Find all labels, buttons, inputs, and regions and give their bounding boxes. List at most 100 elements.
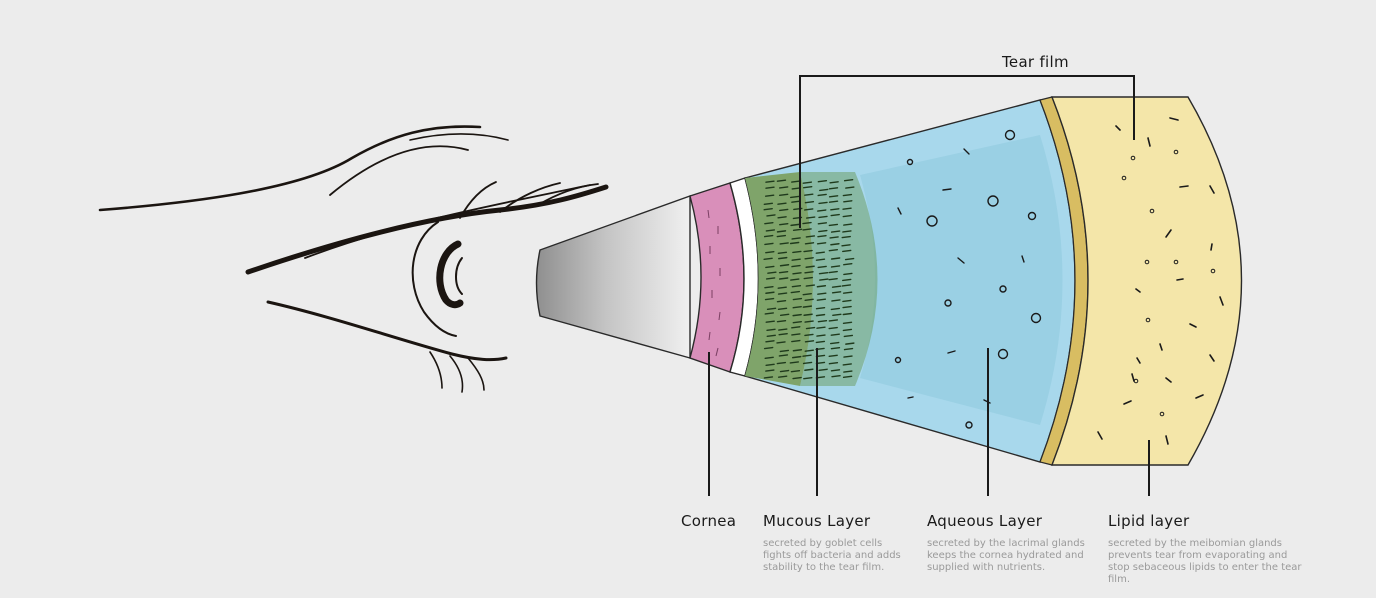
mucous-strand [843, 364, 851, 365]
aqueous-description: secreted by the lacrimal glands keeps th… [927, 538, 1085, 574]
mucous-strand [829, 355, 837, 356]
mucous-strand [791, 196, 799, 197]
mucous-strand [766, 299, 774, 300]
mucous-strand [818, 223, 826, 224]
mucous-strand [820, 189, 828, 190]
mucous-strand [816, 252, 824, 253]
mucous-strand [832, 376, 840, 377]
mucous-strand [765, 243, 773, 244]
mucous-strand [777, 180, 785, 181]
mucous-strand [831, 334, 839, 335]
mucous-strand [829, 328, 837, 329]
mucous-strand [767, 335, 775, 336]
eyebrow [100, 127, 480, 210]
mucous-strand [830, 182, 838, 183]
mucous-strand [831, 244, 839, 245]
mucous-strand [817, 327, 825, 328]
mucous-strand [793, 299, 801, 300]
mucous-strand [805, 350, 813, 351]
mucous-strand [804, 251, 812, 252]
mucous-strand [803, 306, 811, 307]
lipid-mark [1180, 186, 1188, 187]
mucous-strand [778, 217, 786, 218]
mucous-strand [766, 187, 774, 188]
mucous-strand [831, 215, 839, 216]
mucous-strand [778, 252, 786, 253]
mucous-strand [817, 308, 825, 309]
mucous-strand [805, 272, 813, 273]
mucous-strand [804, 187, 812, 188]
mucous-strand [768, 308, 776, 309]
mucous-strand [778, 301, 786, 302]
mucous-strand [803, 223, 811, 224]
mucous-strand [817, 335, 825, 336]
mucous-strand [833, 286, 841, 287]
lipid-desc-line: secreted by the meibomian glands [1108, 538, 1302, 550]
mucous-strand [766, 181, 774, 182]
mucous-strand [768, 272, 776, 273]
mucous-strand [807, 328, 815, 329]
mucous-strand [819, 369, 827, 370]
mucous-strand [803, 294, 811, 295]
mucous-strand [793, 350, 801, 351]
mucous-desc-line: stability to the tear film. [763, 562, 901, 574]
mucous-strand [844, 376, 852, 377]
mucous-strand [817, 315, 825, 316]
mucous-strand [819, 231, 827, 232]
mucous-strand [844, 371, 852, 372]
mucous-strand [777, 321, 785, 322]
mucous-strand [792, 259, 800, 260]
mucous-strand [806, 285, 814, 286]
mucous-strand [793, 251, 801, 252]
mucous-strand [766, 321, 774, 322]
mucous-strand [832, 300, 840, 301]
mucous-strand [792, 341, 800, 342]
mucous-strand [843, 231, 851, 232]
mucous-strand [846, 259, 854, 260]
mucous-strand [766, 364, 774, 365]
mucous-strand [843, 300, 851, 301]
mucous-strand [777, 342, 785, 343]
mucous-strand [843, 314, 851, 315]
mucous-strand [844, 335, 852, 336]
mucous-strand [844, 224, 852, 225]
mucous-strand [793, 307, 801, 308]
mucous-strand [766, 195, 774, 196]
mucous-strand [792, 266, 800, 267]
mucous-strand [764, 209, 772, 210]
mucous-strand [781, 371, 789, 372]
mucous-strand [843, 329, 851, 330]
mucous-strand [804, 314, 812, 315]
mucous-strand [803, 229, 811, 230]
mucous-strand [765, 357, 773, 358]
mucous-strand [820, 273, 828, 274]
aqueous-inner-tone [860, 135, 1063, 425]
mucous-strand [777, 236, 785, 237]
mucous-strand [780, 350, 788, 351]
mucous-desc-line: fights off bacteria and adds [763, 550, 901, 562]
mucous-strand [791, 224, 799, 225]
mucous-strand [779, 329, 787, 330]
mucous-strand [846, 187, 854, 188]
lipid-desc-line: stop sebaceous lipids to enter the tear [1108, 562, 1302, 574]
mucous-strand [780, 278, 788, 279]
mucous-strand [791, 371, 799, 372]
mucous-strand [765, 223, 773, 224]
mucous-strand [817, 299, 825, 300]
mucous-strand [805, 341, 813, 342]
mucous-strand [818, 194, 826, 195]
mucous-strand [844, 264, 852, 265]
mucous-strand [818, 181, 826, 182]
cornea-label: Cornea [681, 512, 736, 530]
mucous-strand [829, 363, 837, 364]
mucous-description: secreted by goblet cells fights off bact… [763, 538, 901, 574]
mucous-strand [764, 377, 772, 378]
mucous-strand [832, 266, 840, 267]
mucous-strand [817, 286, 825, 287]
mucous-strand [780, 209, 788, 210]
aqueous-desc-line: supplied with nutrients. [927, 562, 1085, 574]
mucous-strand [781, 265, 789, 266]
mucous-strand [806, 266, 814, 267]
mucous-strand [842, 237, 850, 238]
